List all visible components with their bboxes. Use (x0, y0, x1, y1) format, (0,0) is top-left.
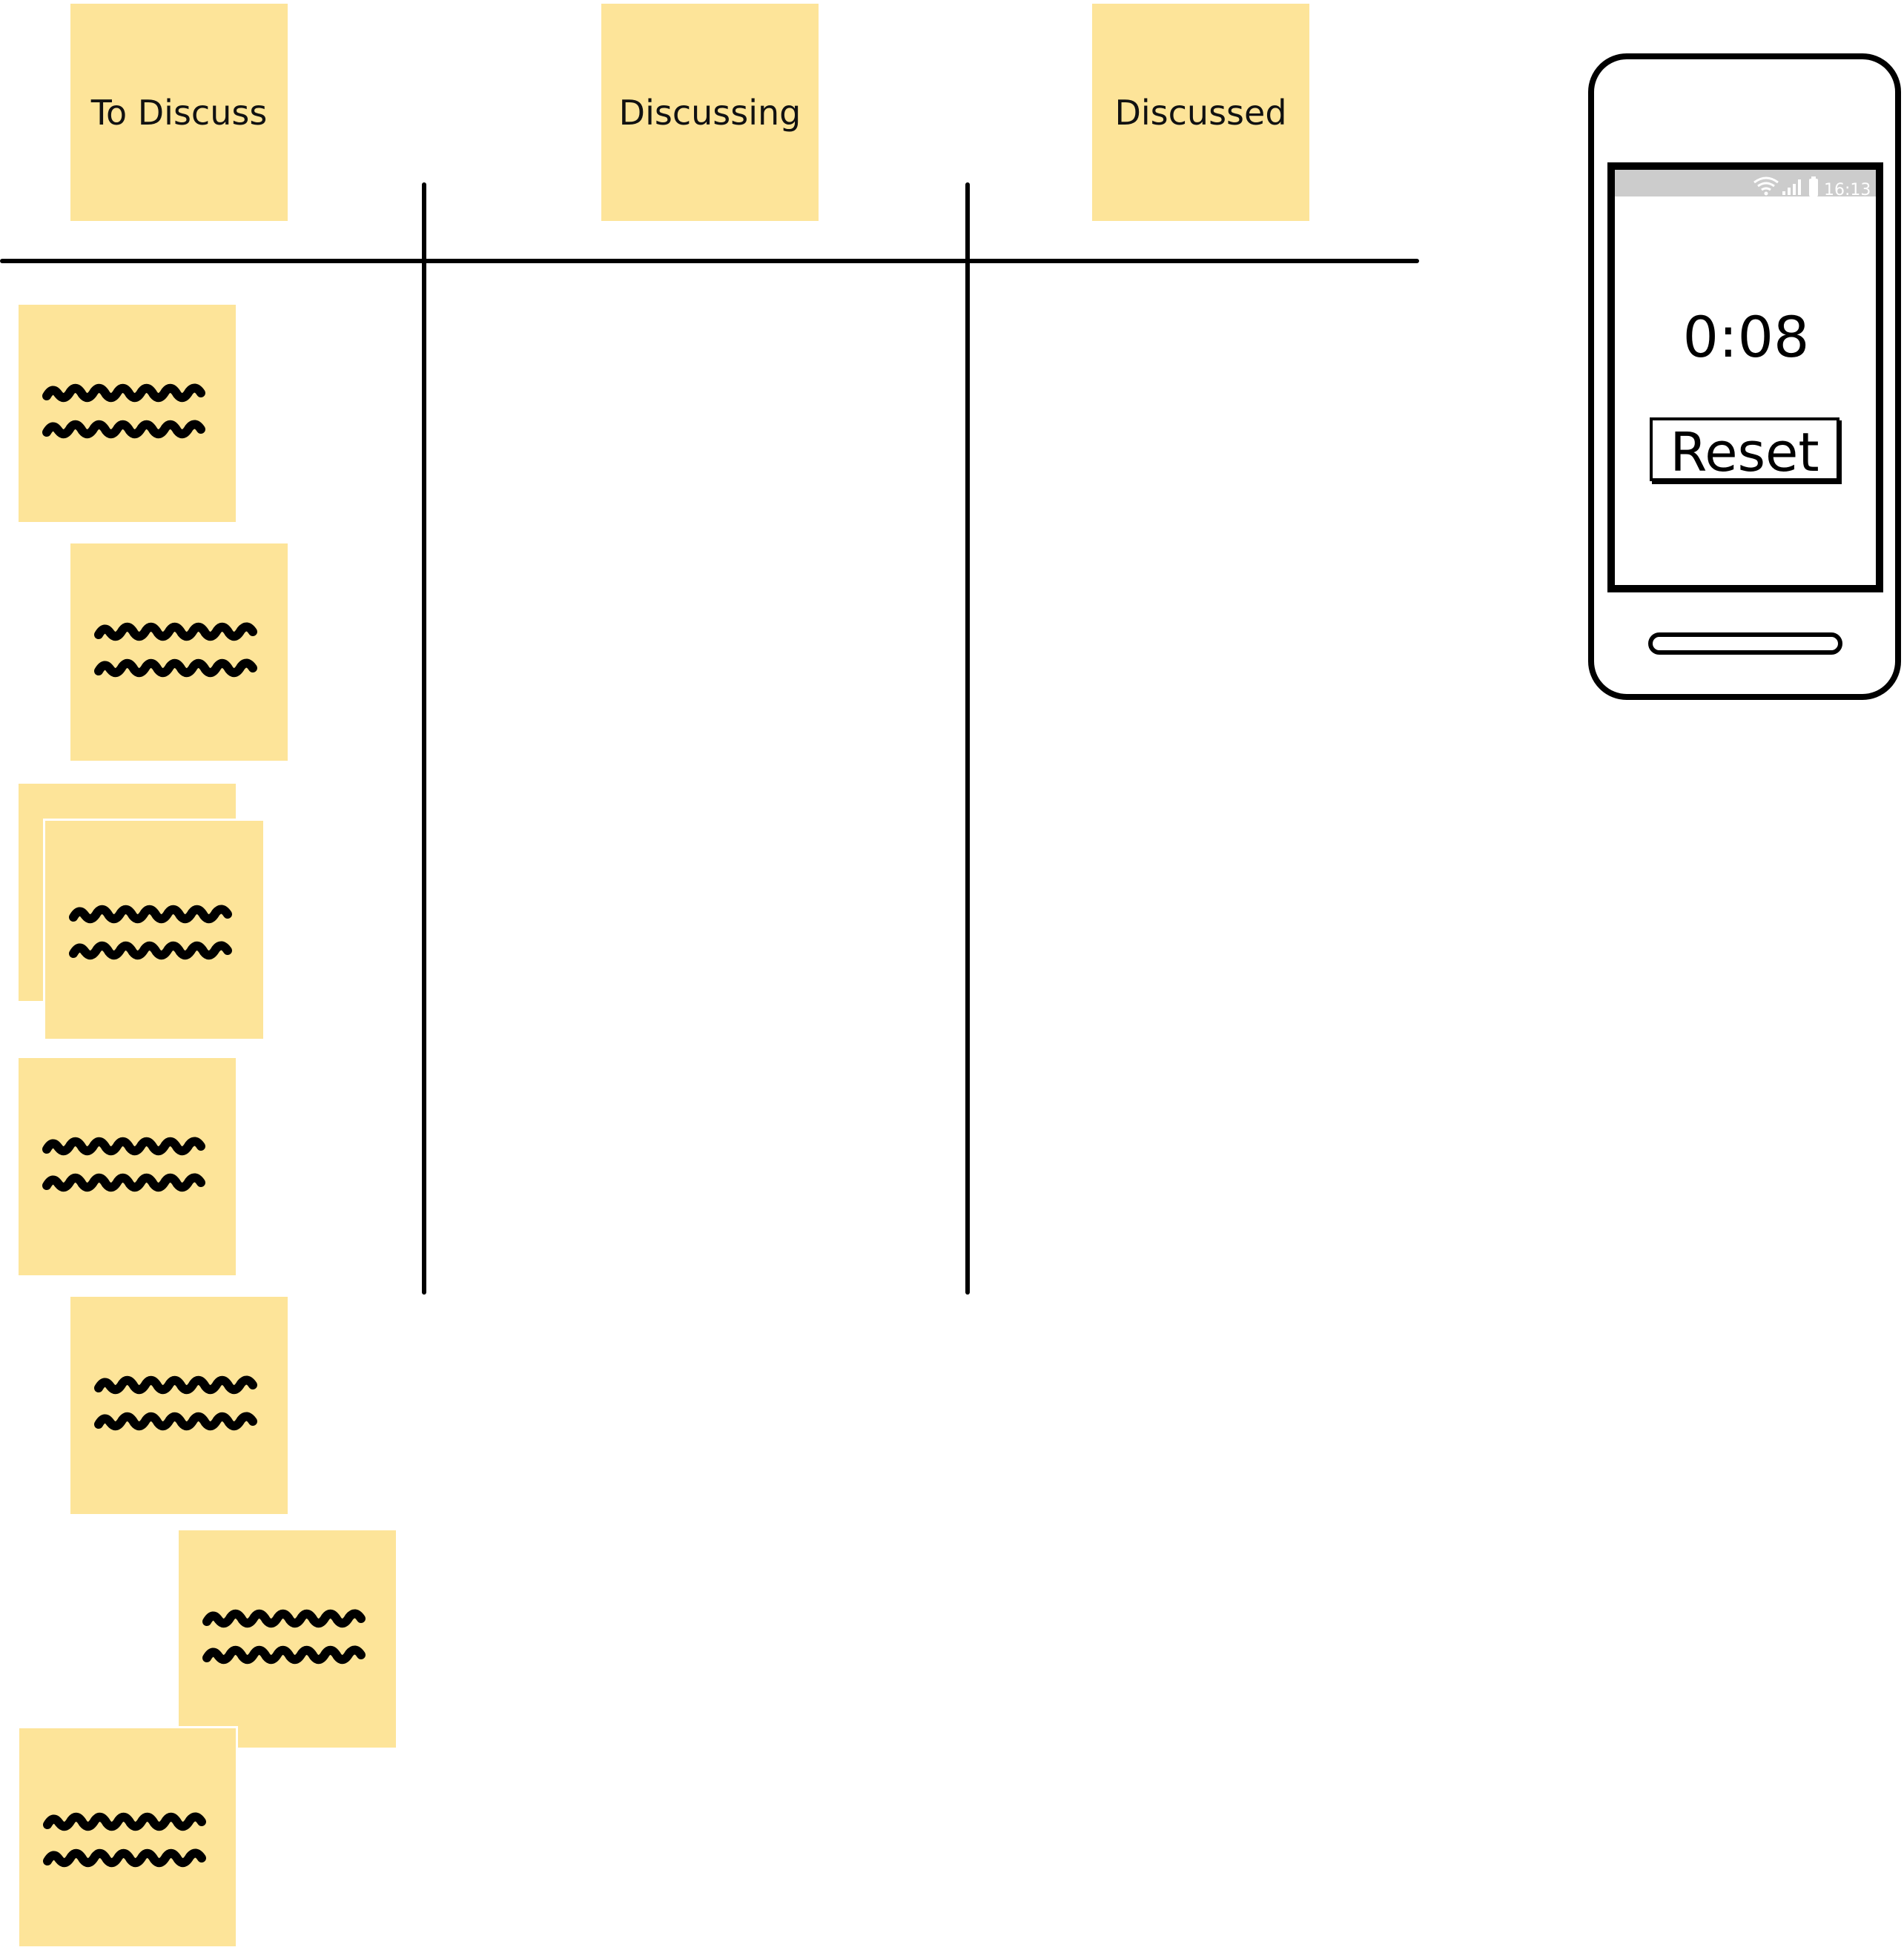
board-header-divider (0, 259, 1419, 263)
reset-button[interactable]: Reset (1650, 417, 1839, 483)
column-title: Discussed (1114, 92, 1287, 133)
scribbled-text-line (69, 905, 232, 924)
sticky-note-card[interactable] (19, 1058, 236, 1275)
sticky-note-card[interactable] (19, 305, 236, 522)
signal-icon (1782, 179, 1801, 195)
scribbled-text-line (94, 1412, 257, 1431)
scribbled-text-line (94, 658, 257, 678)
sticky-note-card[interactable] (179, 1530, 396, 1748)
scribbled-text-line (94, 622, 257, 641)
scribbled-text-line (94, 1375, 257, 1395)
status-bar (1615, 170, 1876, 196)
column-header-to-discuss[interactable]: To Discuss (70, 4, 288, 221)
scribbled-text-line (42, 420, 205, 439)
scribbled-text-line (43, 1812, 206, 1831)
column-title: Discussing (618, 92, 801, 133)
sticky-note-card[interactable] (17, 1726, 238, 1949)
phone-screen (1607, 162, 1883, 592)
status-bar-time: 16:13 (1824, 181, 1871, 199)
column-header-discussed[interactable]: Discussed (1092, 4, 1309, 221)
timer-display: 0:08 (1682, 304, 1810, 370)
column-title: To Discuss (90, 92, 268, 133)
column-header-discussing[interactable]: Discussing (601, 4, 819, 221)
scribbled-text-line (42, 1137, 205, 1156)
wifi-icon (1753, 176, 1779, 196)
phone-wireframe (1588, 53, 1901, 700)
battery-icon (1809, 176, 1818, 196)
scribbled-text-line (42, 1173, 205, 1192)
column-divider-2 (965, 182, 970, 1295)
column-divider-1 (422, 182, 426, 1295)
scribbled-text-line (43, 1848, 206, 1868)
home-button[interactable] (1648, 632, 1842, 655)
scribbled-text-line (69, 941, 232, 960)
sticky-note-card[interactable] (70, 543, 288, 761)
scribbled-text-line (202, 1609, 366, 1628)
scribbled-text-line (42, 383, 205, 403)
sticky-note-card[interactable] (70, 1297, 288, 1514)
scribbled-text-line (202, 1645, 366, 1665)
sticky-note-card[interactable] (43, 819, 265, 1041)
